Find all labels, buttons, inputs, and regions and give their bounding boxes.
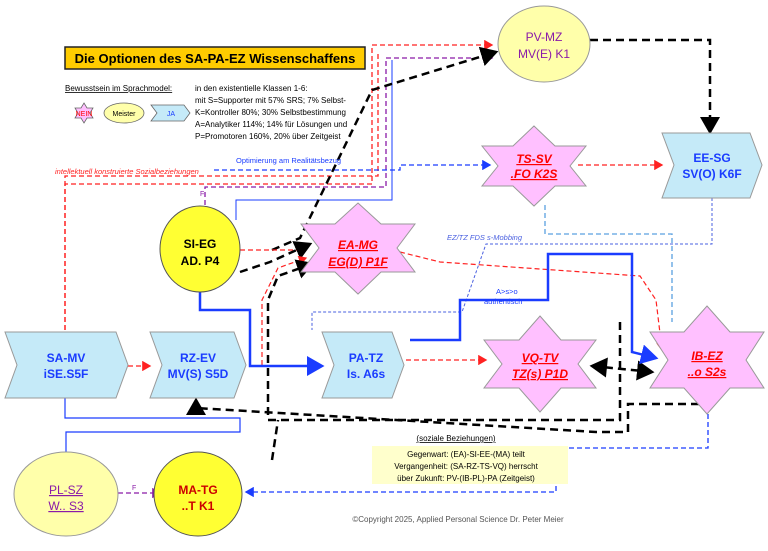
- node-sa-mv[interactable]: SA-MV iSE.S5F: [4, 331, 129, 399]
- red-connector-sa-top: [64, 52, 379, 330]
- black-dashed-matg-up: [270, 419, 280, 461]
- blue-dashed-optimierung: [214, 159, 492, 171]
- legend-line-2: mit S=Supporter mit 57% SRS; 7% Selbst-: [195, 96, 346, 105]
- node-rz-ev-line2: MV(S) S5D: [168, 367, 229, 381]
- node-ib-ez[interactable]: IB-EZ ..o S2s: [649, 305, 765, 415]
- black-dashed-to-pvmz: [271, 46, 499, 252]
- social-line-3: über Zukunft: PV-(IB-PL)-PA (Zeitgeist): [397, 474, 535, 483]
- copyright-text: ©Copyright 2025, Applied Personal Scienc…: [352, 515, 564, 524]
- node-pa-tz[interactable]: PA-TZ Is. A6s: [321, 331, 405, 399]
- node-pa-tz-line1: PA-TZ: [349, 351, 383, 365]
- social-heading: (soziale Beziehungen): [416, 434, 495, 443]
- node-vq-tv[interactable]: VQ-TV TZ(s) P1D: [483, 315, 597, 413]
- black-sieg-eamg: [239, 241, 313, 274]
- node-ma-tg[interactable]: MA-TG ..T K1: [153, 451, 243, 537]
- node-ea-mg-line2: EG(D) P1F: [328, 255, 388, 269]
- black-dashed-big-loop: [266, 259, 622, 422]
- legend-meister-label: Meister: [113, 111, 137, 118]
- page-title: Die Optionen des SA-PA-EZ Wissenschaffen…: [75, 51, 356, 66]
- blue-dashed-tssv-ibez: [544, 205, 673, 322]
- node-pa-tz-line2: Is. A6s: [347, 367, 386, 381]
- node-si-eg[interactable]: SI-EG AD. P4: [159, 205, 241, 293]
- node-rz-ev-line1: RZ-EV: [180, 351, 216, 365]
- label-f-top: F: [200, 191, 204, 198]
- red-eamg-ibez: [399, 251, 666, 352]
- node-pl-sz-line2: W.. S3: [48, 499, 84, 513]
- legend-line-4: A=Analytiker 114%; 14% für Lösungen und: [195, 120, 347, 129]
- node-ts-sv-line1: TS-SV: [516, 152, 552, 166]
- title-box: Die Optionen des SA-PA-EZ Wissenschaffen…: [64, 46, 366, 70]
- legend-star-shape: [74, 102, 94, 124]
- node-ma-tg-line1: MA-TG: [178, 483, 217, 497]
- node-pv-mz-line1: PV-MZ: [526, 30, 563, 44]
- label-f-bottom: F: [132, 485, 136, 492]
- node-ib-ez-line1: IB-EZ: [691, 349, 723, 363]
- legend-line-5: P=Promotoren 160%, 20% über Zeitgeist: [195, 132, 341, 141]
- node-pv-mz-line2: MV(E) K1: [518, 47, 570, 61]
- legend-nein-label: NEIN: [76, 111, 93, 118]
- node-rz-ev[interactable]: RZ-EV MV(S) S5D: [149, 331, 247, 399]
- black-dashed-ibez-loop: [186, 396, 706, 434]
- social-line-1: Gegenwart: (EA)-SI-EE-(MA) teilt: [407, 450, 526, 459]
- node-vq-tv-line1: VQ-TV: [522, 351, 560, 365]
- label-authentisch: authentisch: [484, 297, 522, 306]
- label-aso: A>s>o: [496, 287, 518, 296]
- node-ts-sv-line2: .FO K2S: [511, 167, 558, 181]
- node-pv-mz[interactable]: PV-MZ MV(E) K1: [497, 5, 591, 83]
- blue-samv-loop: [64, 392, 241, 478]
- legend: Bewusstsein im Sprachmodel: NEIN Meister…: [65, 84, 347, 141]
- legend-line-3: K=Kontroller 80%; 30% Selbstbestimmung: [195, 108, 346, 117]
- purple-connector: [204, 52, 494, 205]
- legend-heading: Bewusstsein im Sprachmodel:: [65, 84, 172, 93]
- legend-ja-label: JA: [167, 111, 176, 118]
- legend-line-1: in den existentielle Klassen 1-6:: [195, 84, 308, 93]
- blue-sieg-down: [198, 292, 325, 376]
- node-pl-sz-line1: PL-SZ: [49, 483, 83, 497]
- blue-patz-ibez: [410, 252, 659, 365]
- node-si-eg-line2: AD. P4: [181, 254, 220, 268]
- blue-mobbing-line: [311, 198, 713, 330]
- node-ee-sg[interactable]: EE-SG SV(O) K6F: [661, 132, 763, 199]
- black-vqtv-ibez: [589, 357, 655, 381]
- label-optimierung: Optimierung am Realitätsbezug: [236, 156, 341, 165]
- node-ib-ez-line2: ..o S2s: [688, 365, 727, 379]
- node-sa-mv-line2: iSE.S5F: [44, 367, 89, 381]
- black-dashed-pvmz-eesg: [590, 38, 720, 135]
- node-vq-tv-line2: TZ(s) P1D: [512, 367, 568, 381]
- label-intellektuell: intellektuell konstruierte Sozialbeziehu…: [55, 167, 199, 176]
- legend-ellipse-shape: [103, 102, 145, 124]
- node-ee-sg-line2: SV(O) K6F: [682, 167, 741, 181]
- social-line-2: Vergangenheit: (SA-RZ-TS-VQ) herrscht: [394, 462, 538, 471]
- node-si-eg-line1: SI-EG: [184, 237, 217, 251]
- node-ts-sv[interactable]: TS-SV .FO K2S: [480, 125, 588, 207]
- node-ma-tg-line2: ..T K1: [182, 499, 215, 513]
- node-pl-sz[interactable]: PL-SZ W.. S3: [13, 451, 119, 537]
- node-ee-sg-line1: EE-SG: [693, 151, 730, 165]
- red-rzev-eamg: [261, 255, 308, 365]
- label-mobbing: EZ/TZ FDS s-Mobbing: [447, 233, 523, 242]
- node-ea-mg-line1: EA-MG: [338, 238, 378, 252]
- blue-thin-si-up: [235, 60, 393, 220]
- node-sa-mv-line1: SA-MV: [47, 351, 86, 365]
- social-relations: (soziale Beziehungen) Gegenwart: (EA)-SI…: [372, 434, 568, 484]
- legend-pentagon-shape: [150, 104, 191, 122]
- node-ea-mg[interactable]: EA-MG EG(D) P1F: [300, 202, 416, 295]
